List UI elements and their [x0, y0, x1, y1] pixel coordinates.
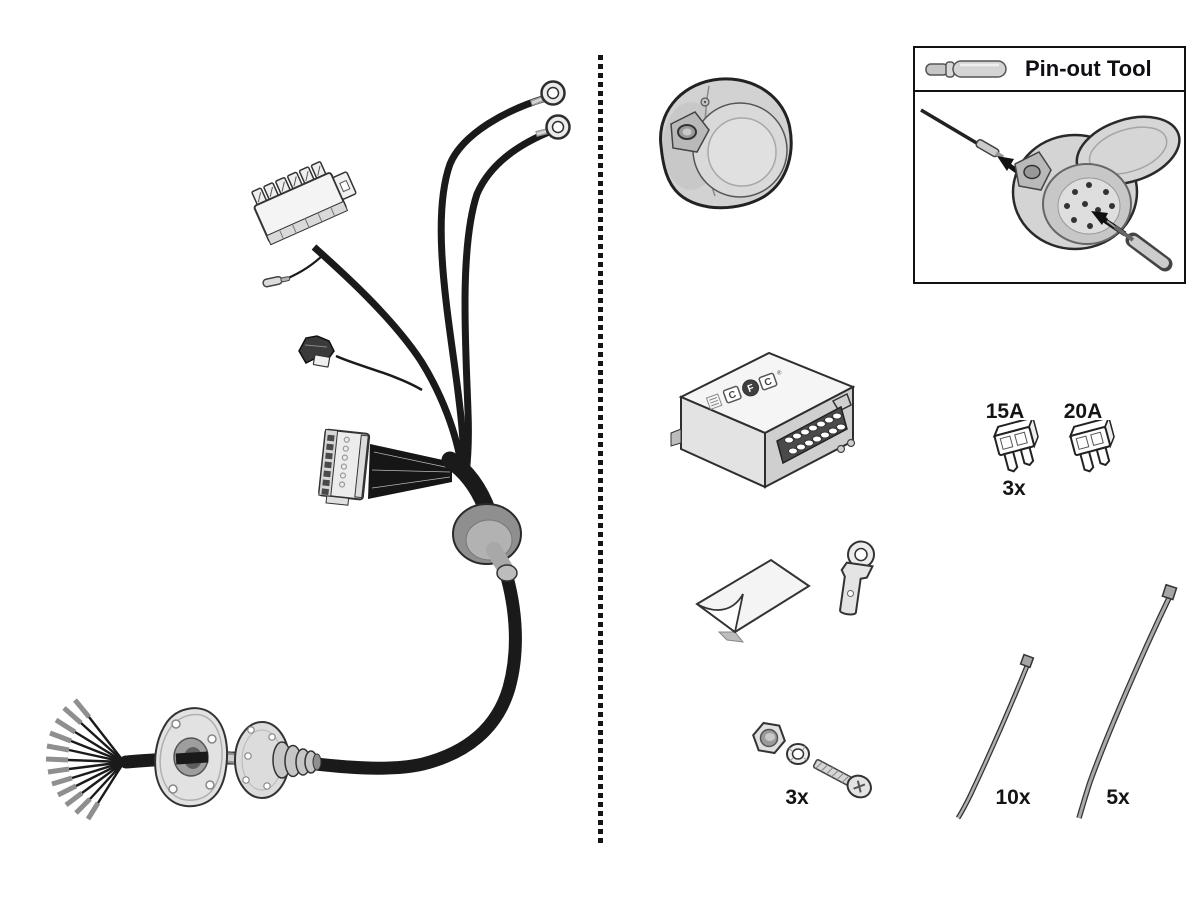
pinout-tool-box: Pin-out Tool — [913, 46, 1186, 284]
fastener-set-illustration — [752, 721, 872, 799]
cable-tie-long-qty: 5x — [1106, 786, 1130, 809]
washer-icon — [786, 743, 810, 765]
cable-tie-short — [955, 653, 1035, 820]
fuse-20a-icon — [1067, 420, 1123, 475]
small-connector — [298, 335, 335, 368]
socket-pin-holes — [1064, 182, 1115, 229]
ring-terminal-2 — [535, 114, 571, 140]
pinout-usage-illustration — [920, 108, 1181, 272]
pinout-tool-in-use — [1106, 220, 1173, 272]
fuse-holder-block — [251, 161, 357, 246]
fuse-20a-rating: 20A — [1063, 400, 1103, 423]
fuse-15a-rating: 15A — [985, 400, 1025, 423]
cable-ties-illustration — [955, 583, 1178, 820]
fastener-qty: 3x — [785, 786, 809, 809]
pinout-tool-title: Pin-out Tool — [1025, 56, 1152, 81]
fuse-15a-icon — [991, 420, 1047, 475]
spade-terminal-illustration — [839, 540, 876, 616]
connector-wire-fan — [368, 444, 452, 499]
module-brand-logo: C F C ® — [705, 369, 783, 411]
bullet-terminal — [262, 275, 291, 288]
adhesive-pad-illustration — [695, 558, 811, 643]
screw-icon — [812, 759, 872, 799]
ring-wire-2 — [461, 126, 556, 475]
wiring-harness-illustration — [45, 80, 571, 821]
section-divider — [598, 55, 603, 845]
cable-tie-long — [1076, 583, 1178, 819]
pinout-tool-header: Pin-out Tool — [915, 48, 1184, 92]
svg-text:F: F — [746, 383, 756, 395]
terminal-fan — [45, 698, 126, 821]
cable-tie-short-qty: 10x — [995, 786, 1031, 809]
svg-text:C: C — [727, 389, 738, 402]
multipin-connector — [318, 428, 371, 506]
fuse-holder-wire — [311, 244, 466, 471]
fuse-15a-qty: 3x — [1002, 477, 1026, 500]
firewall-grommet — [452, 503, 522, 582]
svg-text:®: ® — [776, 369, 783, 377]
mounting-plate — [154, 707, 229, 808]
towbar-socket-illustration — [659, 77, 793, 210]
ring-terminal-1 — [530, 80, 566, 106]
svg-text:C: C — [763, 376, 774, 389]
ring-wire-1 — [437, 94, 547, 473]
pinout-tool-icon — [925, 60, 1007, 78]
module-pins — [784, 412, 846, 455]
bellows-grommet — [272, 741, 322, 779]
control-module-illustration: C F C ® — [670, 351, 856, 489]
